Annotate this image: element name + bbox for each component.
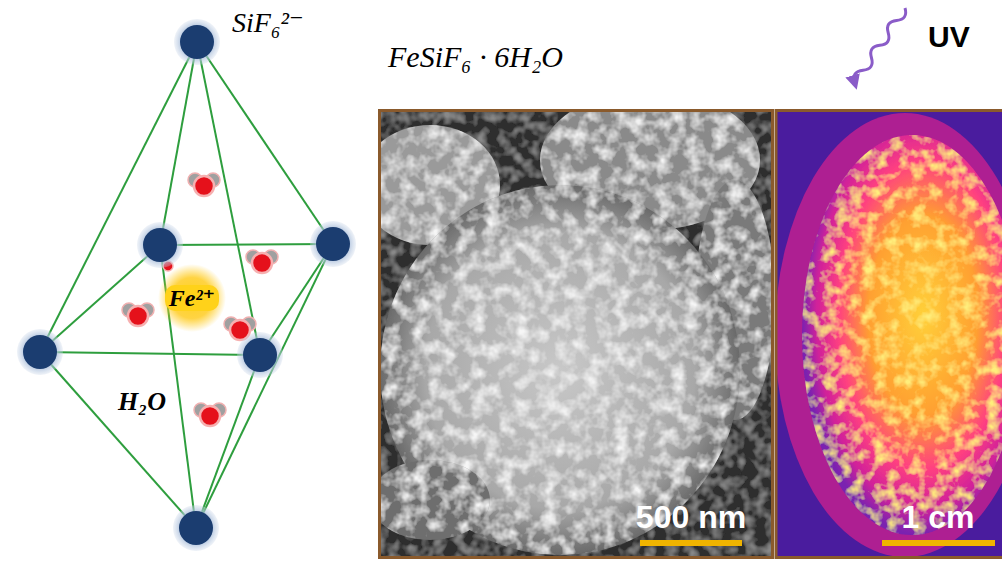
uv-photo: [777, 112, 1002, 556]
octahedron-edges: [40, 42, 333, 528]
uv-wave: [851, 5, 909, 85]
sem-border: [380, 111, 773, 558]
scale-label: 1 cm: [902, 500, 975, 535]
molecule-label: H₂O: [114, 388, 170, 417]
scale-label: 500 nm: [636, 500, 746, 535]
ion-label: Fe²⁺: [165, 285, 220, 311]
compound-title: FeSiF₆ · 6H₂O: [388, 40, 563, 73]
sem-image: [380, 112, 771, 556]
scale-bar: [882, 540, 995, 546]
uv-border: [776, 111, 1002, 558]
ion-label: SiF₆²⁻: [232, 8, 304, 39]
silicon-fluoride-spheres: [17, 19, 356, 551]
iron-glow: [158, 264, 226, 332]
uv-label: UV: [928, 20, 970, 53]
scale-bar: [640, 540, 742, 546]
